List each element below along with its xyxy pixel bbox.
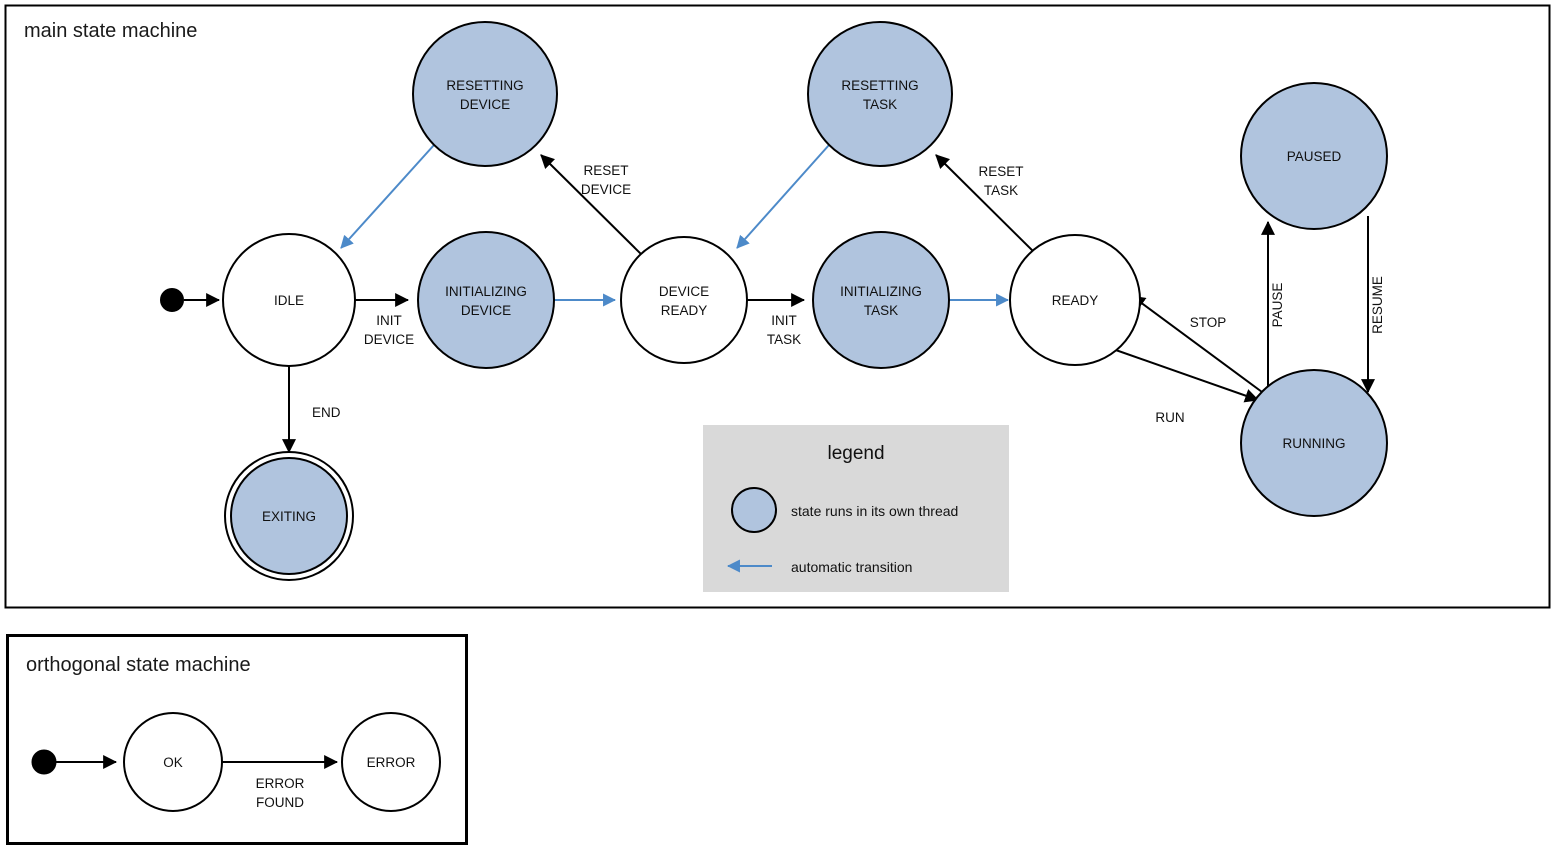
orthogonal-frame-title: orthogonal state machine: [26, 654, 251, 676]
transition-label-error-found-line2: FOUND: [256, 795, 304, 810]
transition-label-resume: RESUME: [1370, 276, 1385, 334]
state-label-resetting-device-line1: RESETTING: [446, 78, 523, 93]
state-label-exiting: EXITING: [262, 509, 316, 524]
state-initializing-device[interactable]: INITIALIZING DEVICE: [417, 231, 555, 369]
transition-label-end: END: [312, 405, 341, 420]
main-frame-title: main state machine: [24, 20, 197, 42]
state-label-resetting-task-line1: RESETTING: [841, 78, 918, 93]
state-resetting-task[interactable]: RESETTING TASK: [807, 21, 953, 167]
transition-label-reset-device-line2: DEVICE: [581, 182, 631, 197]
transition-label-error-found-line1: ERROR: [256, 776, 305, 791]
legend-title: legend: [827, 443, 884, 464]
state-device-ready[interactable]: DEVICE READY: [620, 236, 748, 364]
state-label-initializing-task-line1: INITIALIZING: [840, 284, 922, 299]
state-paused[interactable]: PAUSED: [1240, 82, 1388, 230]
state-label-paused: PAUSED: [1287, 149, 1342, 164]
transition-label-init-device-line2: DEVICE: [364, 332, 414, 347]
legend-automatic-transition-label: automatic transition: [791, 559, 912, 575]
start-node-main: [160, 288, 184, 312]
transition-auto-resetting-device-to-idle: [340, 144, 435, 249]
legend: legend state runs in its own thread auto…: [703, 425, 1009, 592]
transition-label-run: RUN: [1155, 410, 1184, 425]
state-label-initializing-device-line1: INITIALIZING: [445, 284, 527, 299]
transition-label-stop: STOP: [1190, 315, 1227, 330]
transition-auto-resetting-task-to-device-ready: [736, 144, 830, 249]
main-transitions-layer: INIT DEVICE RESET DEVICE END INIT TASK R…: [184, 144, 1385, 454]
transition-label-reset-task-line1: RESET: [978, 164, 1023, 179]
state-label-initializing-device-line2: DEVICE: [461, 303, 511, 318]
transition-label-init-task-line2: TASK: [767, 332, 801, 347]
main-states-layer: IDLE INITIALIZING DEVICE RESETTING DEVIC…: [160, 21, 1388, 581]
legend-threaded-state-label: state runs in its own thread: [791, 503, 958, 519]
state-label-device-ready-line1: DEVICE: [659, 284, 709, 299]
state-label-resetting-task-line2: TASK: [863, 97, 897, 112]
state-exiting[interactable]: EXITING: [224, 451, 354, 581]
state-label-device-ready-line2: READY: [661, 303, 708, 318]
transition-run: [1109, 347, 1260, 403]
state-running[interactable]: RUNNING: [1240, 369, 1388, 517]
state-label-idle: IDLE: [274, 293, 304, 308]
transition-reset-task: [935, 154, 1041, 259]
state-label-initializing-task-line2: TASK: [864, 303, 898, 318]
state-label-ok: OK: [163, 755, 183, 770]
state-resetting-device[interactable]: RESETTING DEVICE: [412, 21, 558, 167]
state-initializing-task[interactable]: INITIALIZING TASK: [812, 231, 950, 369]
transition-label-init-device-line1: INIT: [376, 313, 402, 328]
legend-threaded-state-icon: [731, 487, 777, 533]
transition-label-reset-device-line1: RESET: [583, 163, 628, 178]
state-label-error: ERROR: [367, 755, 416, 770]
transition-reset-device: [540, 154, 646, 259]
state-label-resetting-device-line2: DEVICE: [460, 97, 510, 112]
final-state-inner-ring: [230, 457, 348, 575]
state-label-ready: READY: [1052, 293, 1099, 308]
state-label-running: RUNNING: [1283, 436, 1346, 451]
state-idle[interactable]: IDLE: [222, 233, 356, 367]
transition-label-pause: PAUSE: [1270, 283, 1285, 328]
transition-stop: [1131, 295, 1263, 393]
state-error[interactable]: ERROR: [341, 712, 441, 812]
start-node-orthogonal: [31, 749, 57, 775]
transition-label-reset-task-line2: TASK: [984, 183, 1018, 198]
state-ok[interactable]: OK: [123, 712, 223, 812]
orthogonal-state-machine-frame: orthogonal state machine OK ERROR FOUND …: [6, 634, 468, 845]
transition-label-init-task-line1: INIT: [771, 313, 797, 328]
state-ready[interactable]: READY: [1009, 234, 1141, 366]
